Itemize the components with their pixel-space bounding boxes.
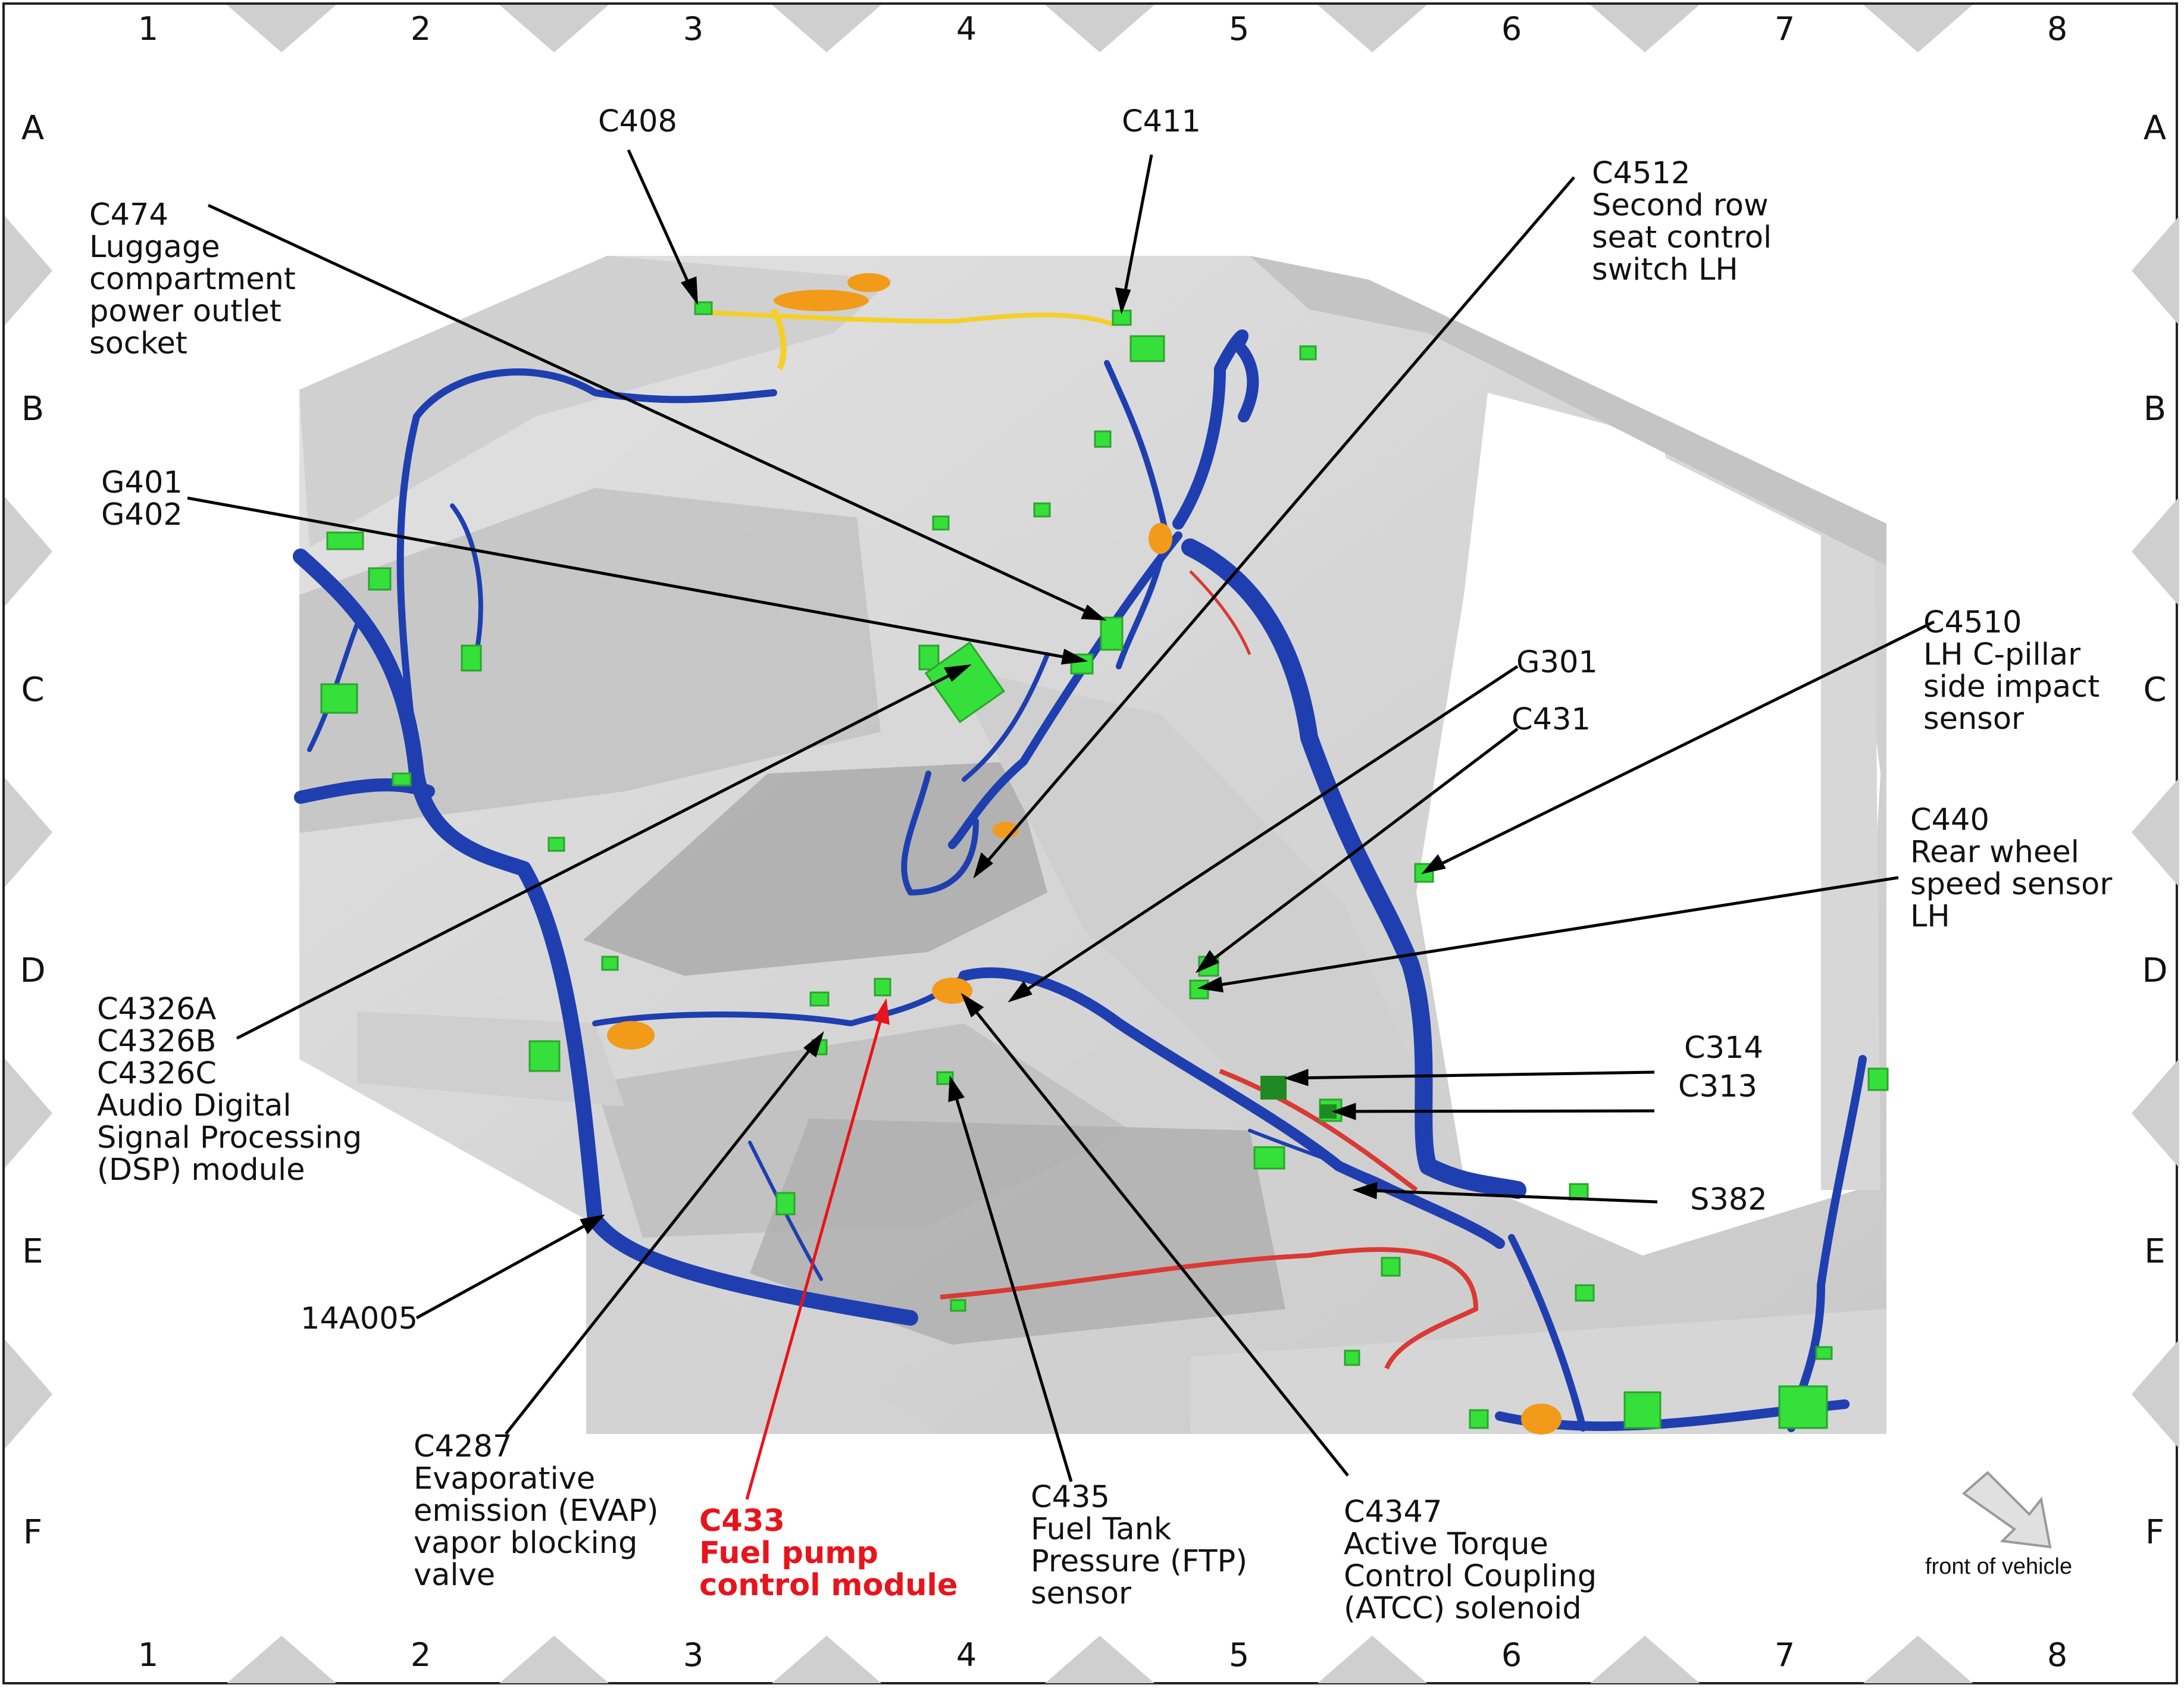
callout-c431: C431	[1512, 702, 1591, 737]
grid-col-bottom-7: 7	[1774, 1636, 1795, 1674]
border-marker-triangle	[499, 1636, 609, 1683]
border-marker-triangle	[5, 497, 52, 606]
border-marker-triangle	[1045, 1636, 1154, 1683]
body-panels	[299, 256, 1886, 1434]
callout-c411: C411	[1122, 104, 1201, 139]
border-marker-triangle	[1863, 1636, 1973, 1683]
green-connectors	[320, 301, 1889, 1429]
grid-col-top-8: 8	[2047, 10, 2068, 48]
grid-col-bottom-8: 8	[2047, 1636, 2068, 1674]
border-marker-triangle	[499, 5, 609, 52]
border-marker-triangle	[5, 778, 52, 887]
border-marker-triangle	[1318, 5, 1427, 52]
grid-row-right-d: D	[2142, 951, 2168, 990]
grid-col-bottom-3: 3	[683, 1636, 704, 1674]
grid-row-left-e: E	[22, 1232, 43, 1271]
border-marker-triangle	[1318, 1636, 1427, 1683]
grid-row-right-a: A	[2143, 109, 2167, 148]
grid-col-bottom-1: 1	[137, 1636, 159, 1674]
border-marker-triangle	[1045, 5, 1154, 52]
leader-lines	[187, 149, 1935, 1482]
grid-row-left-a: A	[21, 109, 45, 148]
border-marker-triangle	[227, 5, 336, 52]
callout-14a005: 14A005	[301, 1301, 418, 1336]
border-marker-triangle	[5, 1058, 52, 1168]
grid-row-left-b: B	[21, 390, 45, 428]
border-marker-triangle	[2132, 778, 2179, 887]
grid-col-bottom-2: 2	[410, 1636, 431, 1674]
callout-c4287: C4287 Evaporative emission (EVAP) vapor …	[414, 1429, 659, 1593]
callout-c314: C314	[1684, 1031, 1763, 1066]
grid-col-top-3: 3	[683, 10, 704, 48]
callout-c433: C433 Fuel pump control module	[699, 1504, 958, 1603]
callout-c313: C313	[1678, 1069, 1757, 1104]
grid-row-left-c: C	[21, 671, 45, 709]
yellow-wire	[702, 310, 1114, 327]
grid-row-right-e: E	[2144, 1232, 2166, 1271]
grid-row-right-b: B	[2143, 390, 2167, 428]
grid-col-top-1: 1	[137, 10, 159, 48]
border-marker-triangle	[2132, 1058, 2179, 1168]
border-marker-triangle	[772, 1636, 881, 1683]
border-marker-triangle	[1590, 1636, 1700, 1683]
grid-col-top-5: 5	[1228, 10, 1250, 48]
border-marker-triangle	[772, 5, 881, 52]
red-wire	[1189, 570, 1251, 655]
grid-col-top-6: 6	[1501, 10, 1522, 48]
border-marker-triangle	[2132, 216, 2179, 325]
callout-c435: C435 Fuel Tank Pressure (FTP) sensor	[1031, 1480, 1248, 1611]
orange-components	[607, 273, 1562, 1435]
border-marker-triangle	[5, 216, 52, 325]
callout-g301: G301	[1516, 645, 1598, 680]
yellow-wire	[771, 308, 787, 371]
callout-g401-g402: G401 G402	[101, 465, 183, 533]
callout-s382: S382	[1690, 1182, 1767, 1217]
border-marker-triangle	[1590, 5, 1700, 52]
border-marker-triangle	[227, 1636, 336, 1683]
grid-row-right-f: F	[2145, 1513, 2165, 1552]
leader-line-highlight	[745, 998, 890, 1500]
border-marker-triangle	[5, 1339, 52, 1449]
grid-row-left-d: D	[20, 951, 46, 990]
grid-row-right-c: C	[2143, 671, 2167, 709]
border-marker-triangle	[1863, 5, 1973, 52]
grid-col-bottom-4: 4	[956, 1636, 977, 1674]
callout-c4347: C4347 Active Torque Control Coupling (AT…	[1344, 1495, 1597, 1626]
callout-c4512: C4512 Second row seat control switch LH	[1592, 156, 1772, 287]
grid-row-left-f: F	[23, 1513, 43, 1552]
grid-col-top-2: 2	[410, 10, 431, 48]
grid-col-bottom-5: 5	[1228, 1636, 1250, 1674]
border-marker-triangle	[2132, 497, 2179, 606]
grid-col-bottom-6: 6	[1501, 1636, 1522, 1674]
callout-c4510: C4510 LH C-pillar side impact sensor	[1923, 605, 2100, 737]
callout-c408: C408	[598, 104, 677, 139]
callout-c474: C474 Luggage compartment power outlet so…	[89, 198, 296, 361]
red-wire	[940, 1247, 1479, 1370]
callout-c4326: C4326A C4326B C4326C Audio Digital Signa…	[97, 992, 362, 1188]
grid-col-top-4: 4	[956, 10, 977, 48]
front-of-vehicle-label: front of vehicle	[1925, 1554, 2073, 1579]
border-marker-triangle	[2132, 1339, 2179, 1449]
red-wire	[1219, 1069, 1418, 1192]
callout-c440: C440 Rear wheel speed sensor LH	[1910, 803, 2113, 934]
grid-col-top-7: 7	[1774, 10, 1795, 48]
